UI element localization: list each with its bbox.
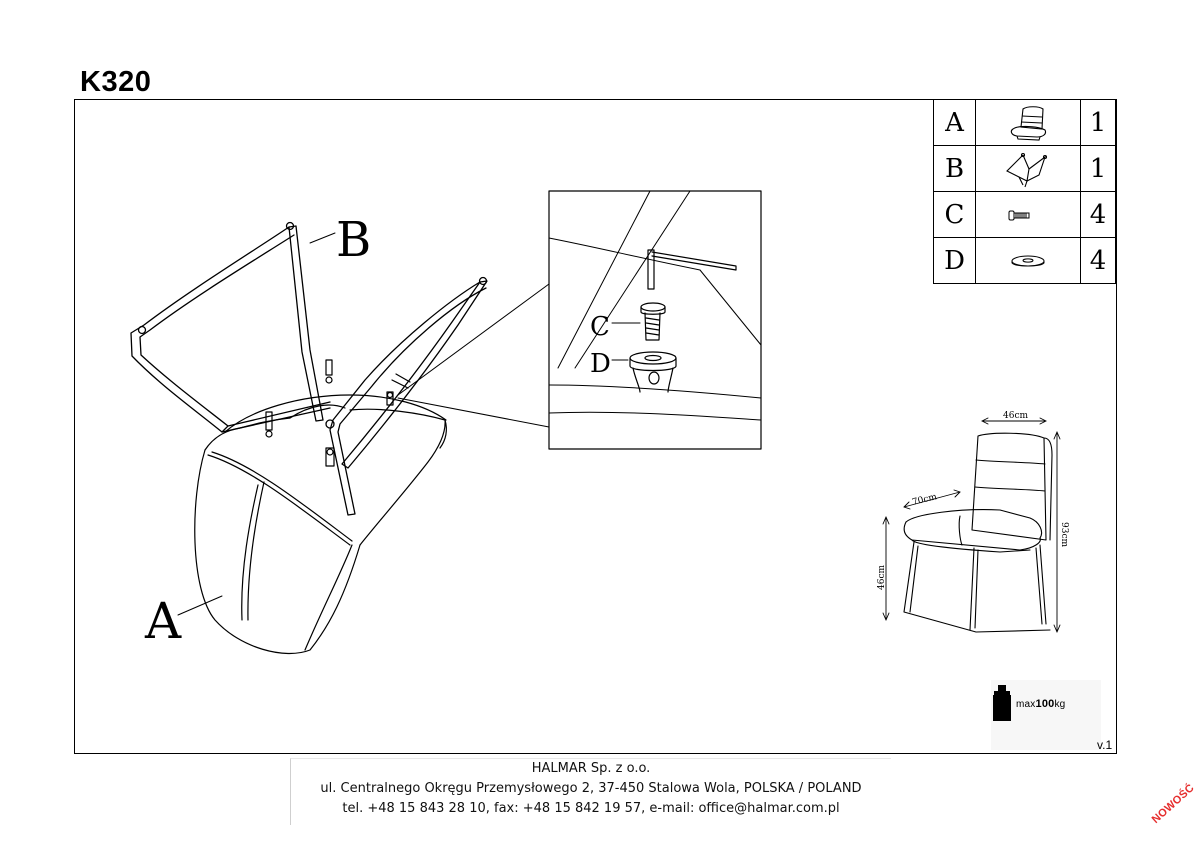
callout-a-line xyxy=(177,595,223,616)
product-code-title: K320 xyxy=(80,66,152,98)
parts-table: A 1 B 1 C xyxy=(933,99,1116,284)
company-name: HALMAR Sp. z o.o. xyxy=(531,761,651,776)
max-load-label: max100kg xyxy=(1016,698,1066,710)
zoom-leader-lines xyxy=(397,283,550,428)
dimension-lines xyxy=(882,417,1061,633)
zoom-detail-box xyxy=(548,190,762,450)
weight-icon xyxy=(993,685,1011,721)
part-letter: B xyxy=(933,145,976,192)
part-qty: 1 xyxy=(1080,99,1116,146)
part-qty: 1 xyxy=(1080,145,1116,192)
chair-seat-icon xyxy=(1010,105,1047,141)
callout-d-label: D xyxy=(590,349,611,379)
callout-b-line xyxy=(309,232,336,244)
dimension-chair-drawing xyxy=(903,432,1053,633)
part-letter: D xyxy=(933,237,976,284)
callout-c-label: C xyxy=(590,312,610,342)
part-letter: A xyxy=(933,99,976,146)
part-letter: C xyxy=(933,191,976,238)
dimension-height-label: 93cm xyxy=(1059,522,1069,547)
parts-row: C 4 xyxy=(933,191,1116,238)
seat-part-drawing xyxy=(194,394,447,654)
chair-frame-icon xyxy=(1006,152,1048,187)
version-label: v.1 xyxy=(1097,738,1113,752)
part-qty: 4 xyxy=(1080,191,1116,238)
part-qty: 4 xyxy=(1080,237,1116,284)
parts-row: D 4 xyxy=(933,237,1116,284)
dimension-width-label: 46cm xyxy=(1003,411,1028,421)
company-footer: HALMAR Sp. z o.o. ul. Centralnego Okręgu… xyxy=(290,758,891,825)
dimension-depth-label: 70cm xyxy=(911,492,938,508)
frame-part-drawing xyxy=(130,221,488,516)
callout-a-label: A xyxy=(144,592,182,650)
parts-row: B 1 xyxy=(933,145,1116,192)
company-contact: tel. +48 15 843 28 10, fax: +48 15 842 1… xyxy=(342,801,840,816)
max-load-indicator: max100kg xyxy=(991,680,1101,750)
callout-b-label: B xyxy=(336,212,371,268)
dimension-seat-height-label: 46cm xyxy=(877,565,887,590)
instruction-frame xyxy=(74,99,1117,754)
parts-row: A 1 xyxy=(933,99,1116,146)
company-address: ul. Centralnego Okręgu Przemysłowego 2, … xyxy=(320,781,862,796)
bolt-icon xyxy=(1008,210,1030,220)
washer-icon xyxy=(1011,255,1045,266)
bolt-markers xyxy=(265,359,411,467)
